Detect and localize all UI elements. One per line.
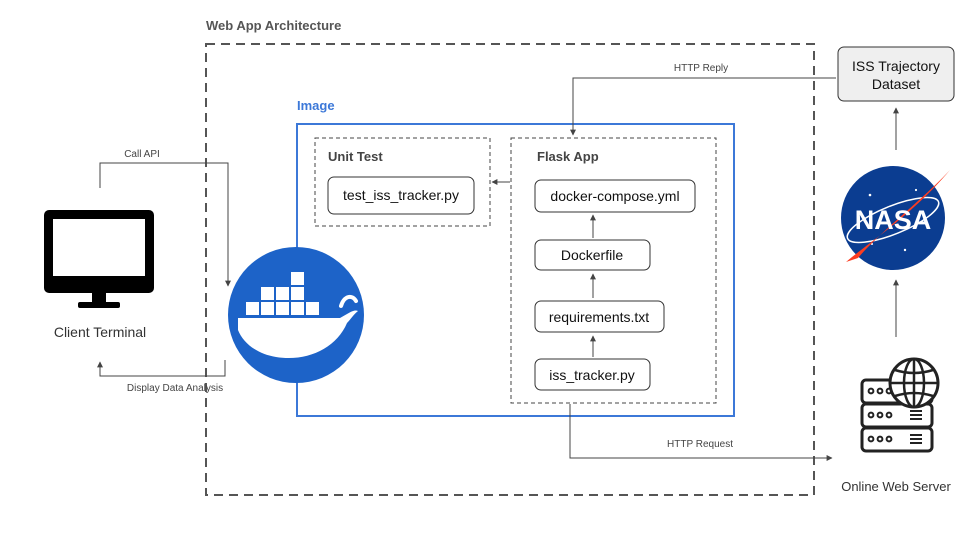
nasa-logo-icon: NASA (841, 166, 950, 270)
server-label: Online Web Server (841, 479, 951, 494)
file-label-docker-compose: docker-compose.yml (550, 188, 679, 204)
file-label-requirements: requirements.txt (549, 309, 649, 325)
arrow-call-api (99, 162, 231, 287)
docker-whale-icon (228, 247, 364, 383)
arrow-http-request (569, 404, 833, 461)
display-data-label: Display Data Analysis (127, 383, 223, 394)
architecture-title: Web App Architecture (206, 18, 341, 33)
file-label-dockerfile: Dockerfile (561, 247, 623, 263)
dataset-label-line2: Dataset (872, 76, 920, 92)
image-title: Image (297, 98, 335, 113)
dataset-box[interactable] (837, 46, 955, 102)
arrow-display-data (97, 360, 226, 377)
http-reply-label: HTTP Reply (674, 63, 728, 74)
http-request-label: HTTP Request (667, 439, 733, 450)
server-globe-icon (860, 357, 940, 453)
file-label-iss-tracker: iss_tracker.py (549, 367, 635, 383)
flask-app-title: Flask App (537, 149, 599, 164)
file-box-docker-compose[interactable] (534, 179, 696, 213)
monitor-icon (44, 210, 154, 308)
image-container (296, 123, 735, 417)
call-api-label: Call API (124, 149, 160, 160)
file-box-requirements[interactable] (534, 300, 665, 333)
dataset-label-line1: ISS Trajectory (852, 58, 940, 74)
flask-app-box (510, 137, 717, 404)
unit-test-box (314, 137, 491, 227)
file-box-dockerfile[interactable] (534, 239, 651, 271)
nasa-logo-text: NASA (855, 205, 932, 235)
test-file-label: test_iss_tracker.py (343, 187, 459, 203)
test-file-box[interactable] (327, 176, 475, 215)
file-box-iss-tracker[interactable] (534, 358, 651, 391)
architecture-frame (205, 43, 815, 496)
unit-test-title: Unit Test (328, 149, 383, 164)
arrow-http-reply (570, 77, 836, 136)
client-terminal-label: Client Terminal (54, 324, 146, 340)
